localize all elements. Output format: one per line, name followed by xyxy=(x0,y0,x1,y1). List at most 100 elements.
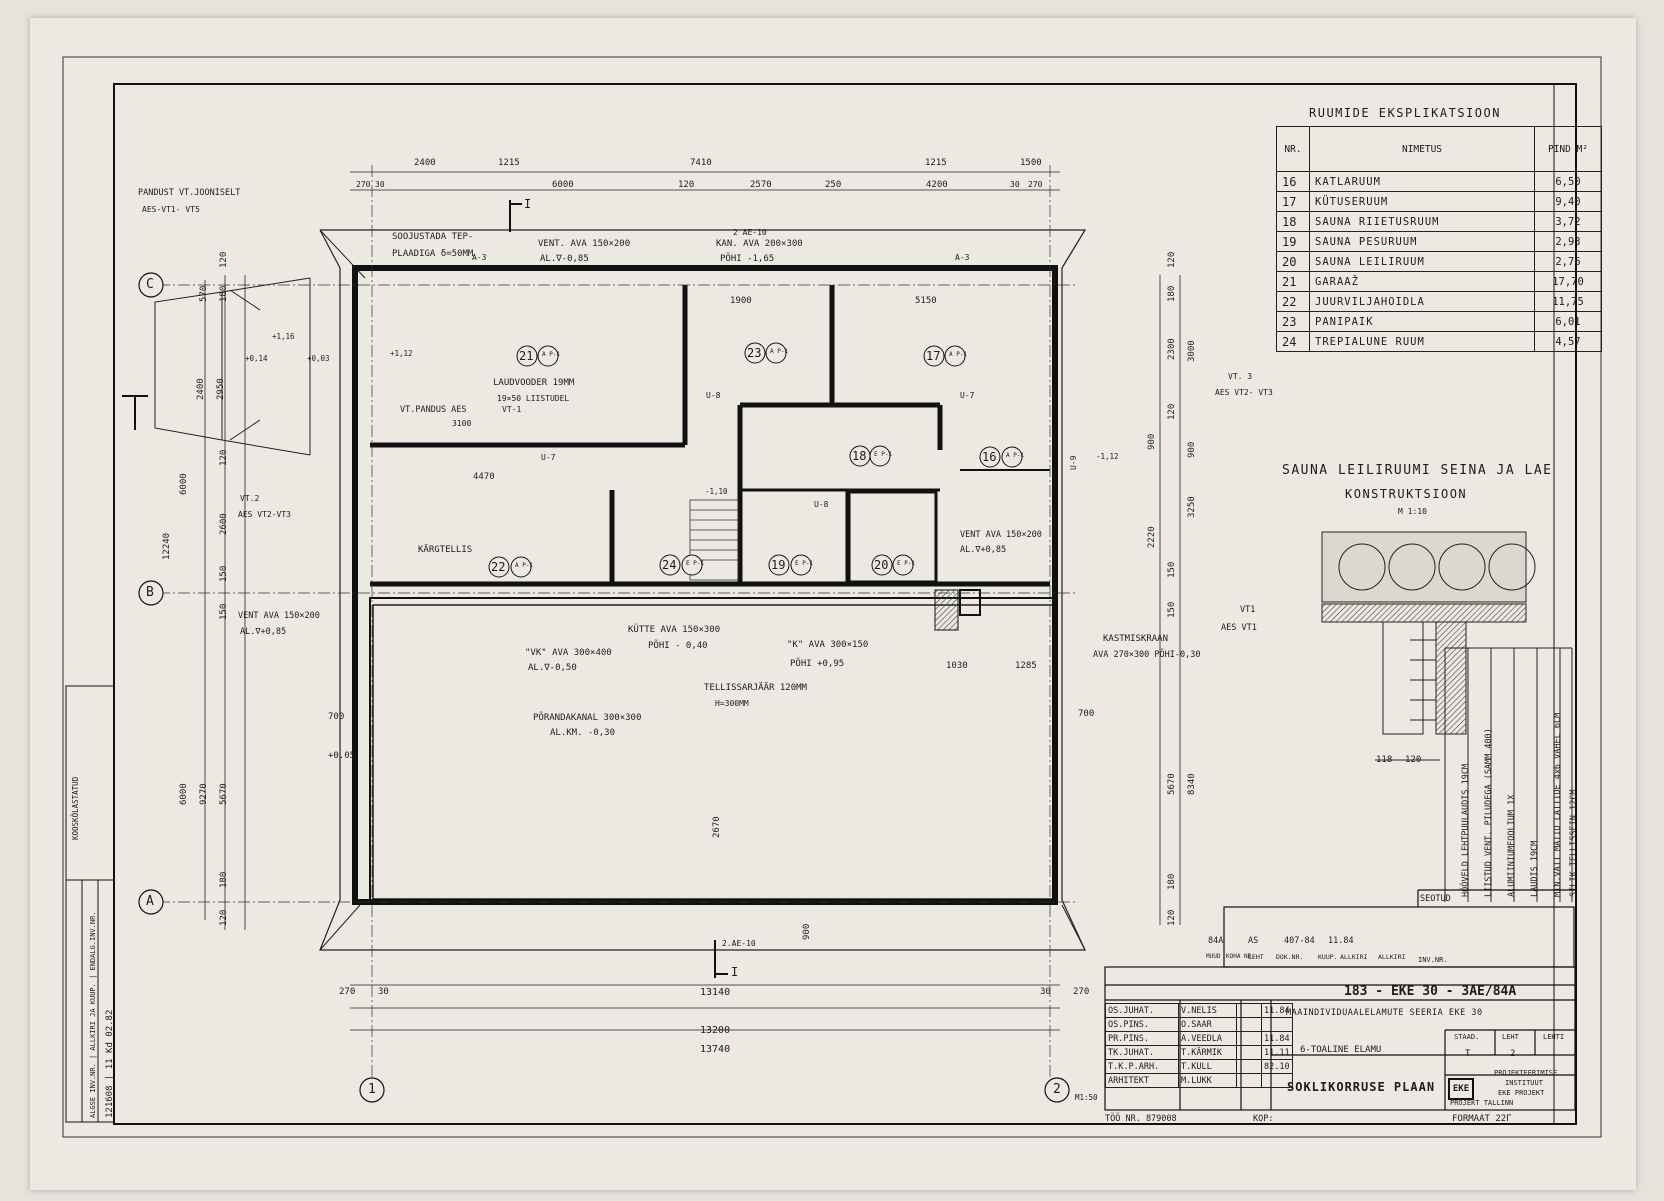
sauna-layer: SILIK.TELLISSEIN 12CM xyxy=(1569,789,1579,897)
sauna-layer: MIN.VATT MATID LATTIDE 4x6 VAHEL 6CM xyxy=(1553,712,1563,897)
dim-label: 700 xyxy=(1078,709,1095,719)
dim-label: 900 xyxy=(1187,441,1197,458)
col-name: NIMETUS xyxy=(1309,126,1535,172)
room-20-number: 20 xyxy=(874,558,889,572)
note: VT. 3 xyxy=(1228,372,1253,381)
note: VENT AVA 150×200 xyxy=(238,611,320,621)
table-row: OS.PINS.O.SAAR xyxy=(1105,1017,1293,1032)
room-20-ref: E P-1 xyxy=(897,560,916,567)
rev-header: MUUD xyxy=(1206,953,1221,960)
rev-cell: 407-84 xyxy=(1284,936,1315,946)
room-21-number: 21 xyxy=(519,349,534,363)
dim-label: 2400 xyxy=(196,378,206,400)
room-23-number: 23 xyxy=(747,346,762,360)
room-18-number: 18 xyxy=(852,449,867,463)
room-18-ref: E P-1 xyxy=(874,451,893,458)
note: A-3 xyxy=(955,253,970,262)
drawing-code: 183 - EKE 30 - 3AE/84A xyxy=(1344,984,1517,999)
dim-label: 30 xyxy=(378,987,389,997)
dim-label: 30 xyxy=(375,180,385,189)
room-16-ref: A P-1 xyxy=(1006,452,1025,459)
room-17-number: 17 xyxy=(926,349,941,363)
dim-label: 1900 xyxy=(730,296,752,306)
dim-label: 270 xyxy=(339,987,356,997)
dim-label: 570 xyxy=(199,285,209,302)
axis-1-label: 1 xyxy=(368,1082,376,1097)
dim-label: 4200 xyxy=(926,180,948,190)
dim-label: 5150 xyxy=(915,296,937,306)
dim-label: 250 xyxy=(825,180,842,190)
dim-label: 150 xyxy=(1167,561,1177,578)
dim-label: 270 xyxy=(356,180,371,189)
room-circles xyxy=(488,342,1023,578)
axis-a-label: A xyxy=(146,894,154,909)
note: H=300MM xyxy=(715,699,749,708)
rev-header: KOHA NR. xyxy=(1226,953,1255,960)
city-line: PROJEKT TALLINN xyxy=(1450,1099,1514,1107)
org-line: INSTITUUT xyxy=(1505,1079,1543,1087)
dim-label: 5670 xyxy=(1167,773,1177,795)
note: VT1 xyxy=(1240,605,1256,615)
rev-header: KUUP. xyxy=(1318,953,1338,961)
note: U-8 xyxy=(814,500,829,509)
sauna-dim: 118 xyxy=(1376,755,1393,765)
note: 19×50 LIISTUDEL xyxy=(497,394,570,403)
inner-frame xyxy=(113,83,1577,1125)
org-line: PROJEKTEERIMISE xyxy=(1494,1069,1558,1077)
leht-value: 2 xyxy=(1510,1049,1516,1059)
margin-headers: ALGSE INV.NR. | ALLKIRI JA KUUP. | ENDAL… xyxy=(89,911,97,1118)
note: PÕHI -1,65 xyxy=(720,254,775,264)
sheet-title: SOKLIKORRUSE PLAAN xyxy=(1287,1080,1436,1094)
note: AL.∇+0,85 xyxy=(240,627,287,637)
note: KASTMISKRAAN xyxy=(1103,634,1169,644)
project-name: 6-TOALINE ELAMU xyxy=(1300,1045,1382,1055)
dimension-lines xyxy=(204,171,1181,1031)
dim-label: 5670 xyxy=(219,783,229,805)
dim-label: 180 xyxy=(219,871,229,888)
note: AL.∇-0,50 xyxy=(528,663,577,673)
sauna-layer: HÖÖVELD LEHTPUULAUDIS 19CM xyxy=(1461,763,1471,897)
dim-label: 2400 xyxy=(414,158,436,168)
dim-label: 2600 xyxy=(219,513,229,535)
dim-label: 1285 xyxy=(1015,661,1037,671)
dim-label: 12240 xyxy=(162,532,172,560)
note: AES-VT1- VT5 xyxy=(142,205,200,214)
note: LAUDVOODER 19MM xyxy=(493,378,575,388)
explication-title: RUUMIDE EKSPLIKATSIOON xyxy=(1309,106,1501,120)
note: SOOJUSTADA TEP- xyxy=(392,232,474,242)
dim-label: 1215 xyxy=(925,158,947,168)
dim-label: 8340 xyxy=(1187,773,1197,795)
axis-b-label: B xyxy=(146,585,154,600)
note: "VK" AVA 300×400 xyxy=(525,648,612,658)
note: PÕHI +0,95 xyxy=(790,659,845,669)
dim-label: 900 xyxy=(802,923,812,940)
room-16-number: 16 xyxy=(982,450,997,464)
rev-cell: 11.84 xyxy=(1328,936,1354,946)
note: A-3 xyxy=(472,253,487,262)
margin-stamp xyxy=(65,685,115,1123)
outer-frame xyxy=(62,56,1602,1138)
dim-label: 270 xyxy=(1073,987,1090,997)
dim-label: 1030 xyxy=(946,661,968,671)
dim-label: 1215 xyxy=(498,158,520,168)
dim-label: 270 xyxy=(1028,180,1043,189)
dim-label: 120 xyxy=(1167,403,1177,420)
note: "K" AVA 300×150 xyxy=(787,640,869,650)
note: AL.KM. -0,30 xyxy=(550,728,616,738)
sauna-layer: LAUDIS 19CM xyxy=(1530,840,1540,897)
dim-label: 120 xyxy=(219,449,229,466)
level-mark: +1,16 xyxy=(272,332,295,341)
room-24-number: 24 xyxy=(662,558,677,572)
axis-2-label: 2 xyxy=(1053,1082,1061,1097)
note: AES VT2-VT3 xyxy=(238,510,291,519)
kop-label: KOP: xyxy=(1253,1114,1274,1124)
